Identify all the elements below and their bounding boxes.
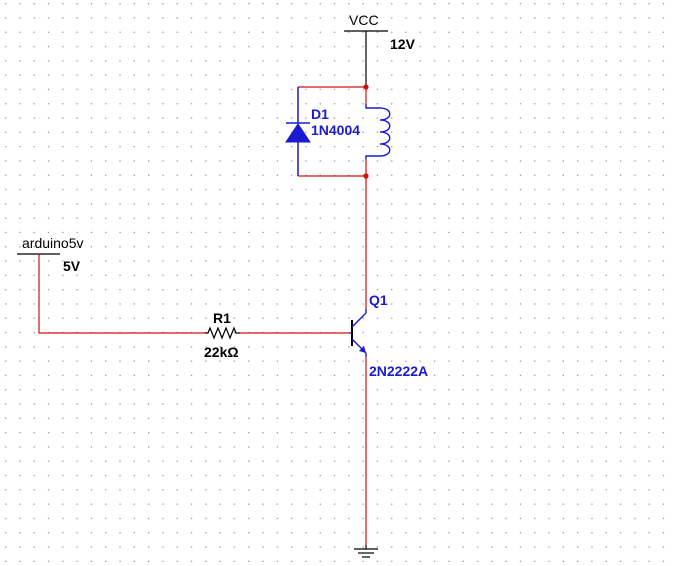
arduino5v-voltage-label: 5V [63, 258, 81, 274]
relay-coil[interactable] [365, 104, 391, 159]
arduino5v-label: arduino5v [22, 235, 84, 251]
diode-d1[interactable]: D1 1N4004 [285, 87, 360, 176]
vcc-voltage-label: 12V [390, 36, 416, 52]
diode-ref-label: D1 [311, 106, 329, 122]
junction-top [363, 84, 369, 90]
transistor-ref-label: Q1 [369, 292, 388, 308]
resistor-value-label: 22kΩ [204, 344, 239, 360]
grid-dots [5, 3, 665, 562]
resistor-r1[interactable]: R1 22kΩ [204, 310, 240, 360]
transistor-q1[interactable]: Q1 2N2222A [350, 292, 428, 379]
arduino5v-power-symbol[interactable]: arduino5v 5V [17, 235, 84, 274]
diode-model-label: 1N4004 [311, 122, 360, 138]
ground-icon [354, 545, 378, 558]
vcc-power-symbol[interactable]: VCC 12V [344, 12, 416, 87]
resistor-ref-label: R1 [213, 310, 231, 326]
vcc-label: VCC [349, 12, 379, 28]
input-wire [38, 254, 205, 334]
transistor-model-label: 2N2222A [369, 363, 428, 379]
